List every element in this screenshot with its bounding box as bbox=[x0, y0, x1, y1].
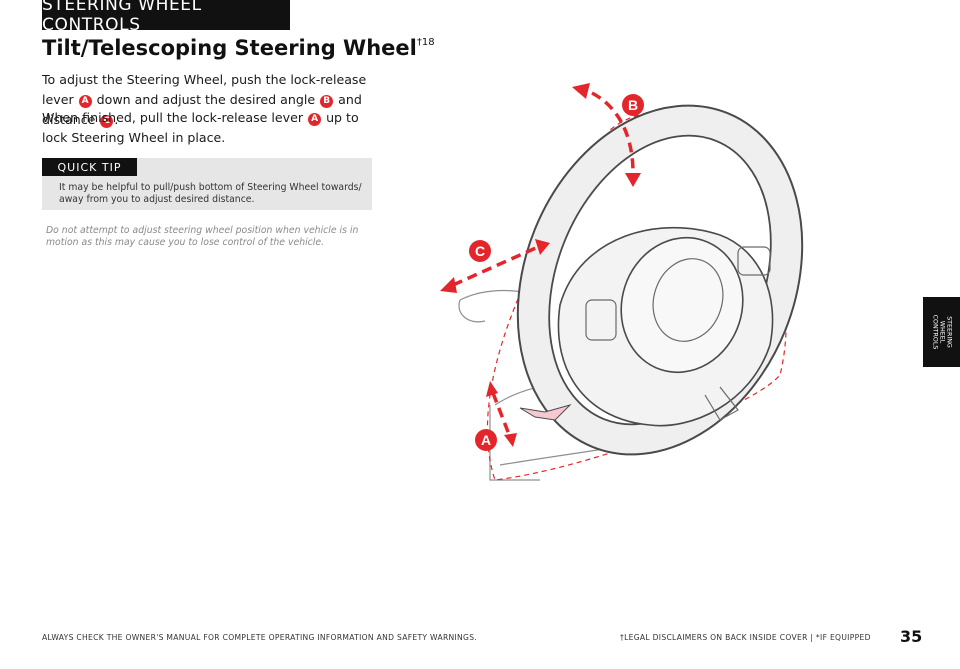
quick-tip-box: QUICK TIP It may be helpful to pull/push… bbox=[42, 158, 372, 210]
side-section-label: STEERING WHEEL CONTROLS bbox=[931, 314, 952, 350]
label-b: B bbox=[628, 97, 638, 113]
label-c: C bbox=[475, 243, 485, 259]
p2-text-1: When finished, pull the lock-release lev… bbox=[42, 110, 304, 125]
p2-text-2: up to lock Steering Wheel in place. bbox=[42, 110, 359, 145]
side-section-tab: STEERING WHEEL CONTROLS bbox=[923, 297, 960, 367]
steering-wheel bbox=[516, 104, 804, 456]
instruction-paragraph-1: To adjust the Steering Wheel, push the l… bbox=[42, 70, 387, 130]
p1-text-4: . bbox=[114, 112, 119, 127]
p1-text-2: down and adjust the desired angle bbox=[96, 92, 316, 107]
quick-tip-label: QUICK TIP bbox=[42, 158, 137, 176]
footer-owners-manual-note: ALWAYS CHECK THE OWNER'S MANUAL FOR COMP… bbox=[42, 633, 478, 642]
lock-release-lever bbox=[519, 404, 572, 421]
safety-warning: Do not attempt to adjust steering wheel … bbox=[46, 225, 359, 248]
footer-legal-note: †LEGAL DISCLAIMERS ON BACK INSIDE COVER … bbox=[620, 633, 871, 642]
title-footnote-marker: †18 bbox=[416, 37, 435, 48]
p1-text-1: To adjust the Steering Wheel, push the l… bbox=[42, 72, 367, 107]
section-header-tab: STEERING WHEEL CONTROLS bbox=[42, 0, 290, 35]
label-b-marker: B bbox=[622, 94, 644, 116]
label-a-marker: A bbox=[475, 429, 497, 451]
direction-arrows bbox=[440, 83, 641, 447]
badge-a: A bbox=[78, 95, 92, 108]
quick-tip-text: It may be helpful to pull/push bottom of… bbox=[59, 182, 362, 205]
label-c-marker: C bbox=[469, 240, 491, 262]
steering-wheel-illustration: B C A bbox=[440, 83, 804, 481]
badge-c: C bbox=[100, 115, 114, 128]
page-title-text: Tilt/Telescoping Steering Wheel bbox=[42, 36, 417, 60]
label-a: A bbox=[481, 432, 491, 448]
page-title: Tilt/Telescoping Steering Wheel†18 bbox=[42, 36, 435, 60]
page-number: 35 bbox=[900, 627, 923, 646]
instruction-paragraph-2: When finished, pull the lock-release lev… bbox=[42, 108, 387, 148]
badge-b: B bbox=[320, 95, 334, 108]
p1-text-3: and distance bbox=[42, 92, 362, 127]
badge-a: A bbox=[308, 113, 322, 126]
section-header-label: STEERING WHEEL CONTROLS bbox=[42, 0, 202, 35]
